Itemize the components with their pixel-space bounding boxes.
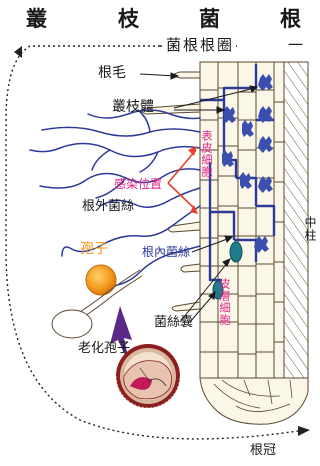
cortex-cell-label: 皮層細胞 xyxy=(219,278,230,326)
infection-site-label: 感染位置 xyxy=(114,178,162,190)
root-cap-tissue xyxy=(200,378,308,424)
aged-spore-label: 老化孢子 xyxy=(78,342,130,355)
extraradical-hyphae-label: 根外菌絲 xyxy=(82,200,134,213)
title-char-4: 根 xyxy=(280,8,301,29)
endodermis-column xyxy=(274,62,284,380)
title-char-1: 叢 xyxy=(26,8,47,29)
spore xyxy=(86,265,116,295)
infection-arrows xyxy=(168,146,198,214)
root-cap-label: 根冠 xyxy=(250,444,276,457)
boundary-arrowhead xyxy=(14,46,22,58)
title-char-3: 菌 xyxy=(199,8,220,29)
spore-body xyxy=(86,265,116,295)
mycorrhiza-circle-suffix: 一 xyxy=(288,38,303,53)
extraradical-hyphae xyxy=(30,110,200,286)
cortex-column-2 xyxy=(238,62,256,380)
vesicle-mark xyxy=(230,242,242,262)
vesicle-label: 菌絲囊 xyxy=(154,316,193,329)
mycorrhiza-circle-label: 菌根根圈 xyxy=(164,38,236,53)
spore-label: 孢子 xyxy=(80,242,108,256)
boundary-arrowhead-right xyxy=(298,426,310,436)
epidermis-cell-label: 表皮細胞 xyxy=(201,130,212,178)
title-char-2: 枝 xyxy=(118,8,139,29)
aged-spore-body xyxy=(52,310,92,338)
root-hair-label: 根毛 xyxy=(98,66,126,80)
arbuscule-label: 叢枝體 xyxy=(112,100,154,114)
intraradical-hyphae-label: 根內菌絲 xyxy=(142,246,190,258)
stele-label: 中柱 xyxy=(304,216,316,242)
